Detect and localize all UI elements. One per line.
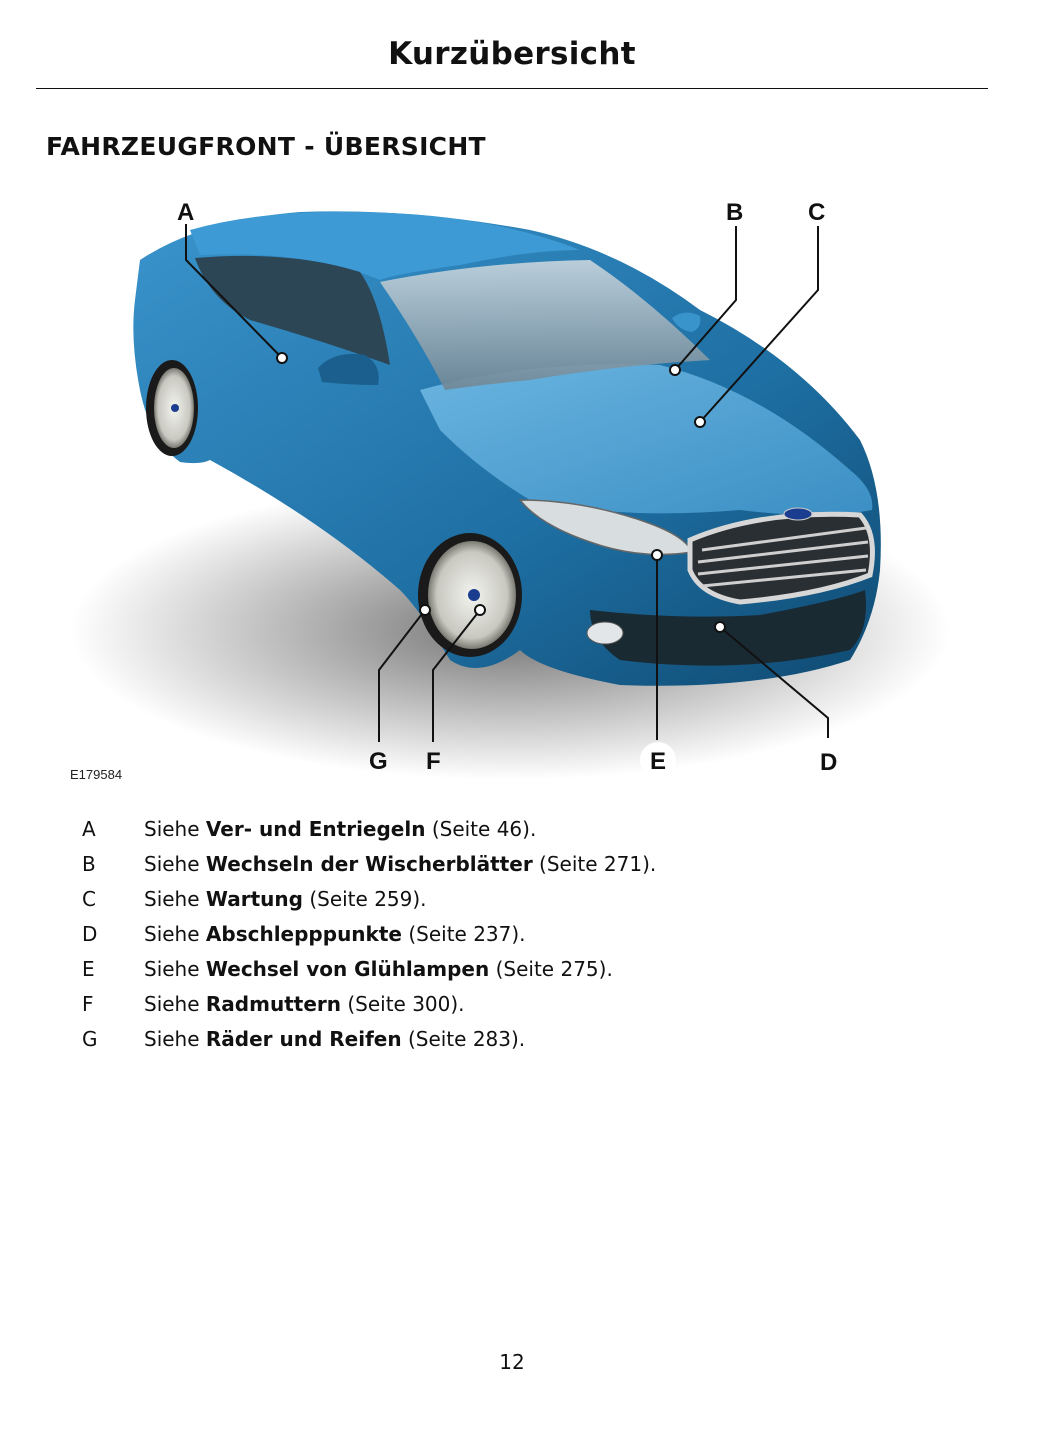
page-title: Kurzübersicht xyxy=(388,36,636,72)
legend-prefix: Siehe xyxy=(144,1027,206,1051)
side-windows xyxy=(195,255,390,365)
legend-key: G xyxy=(82,1027,98,1051)
page-header: Kurzübersicht xyxy=(36,30,988,89)
legend-prefix: Siehe xyxy=(144,852,206,876)
legend-term[interactable]: Wechseln der Wischerblätter xyxy=(205,852,533,876)
front-grille xyxy=(687,511,875,605)
legend-item: C Siehe Wartung (Seite 259). xyxy=(82,882,962,917)
legend-key: B xyxy=(82,852,96,876)
leader-b xyxy=(674,226,737,371)
callout-a: A xyxy=(177,199,194,226)
legend-prefix: Siehe xyxy=(144,957,206,981)
legend-key: F xyxy=(82,992,94,1016)
legend-key: E xyxy=(82,957,95,981)
legend-text: Siehe Räder und Reifen (Seite 283). xyxy=(144,1022,525,1057)
legend-text: Siehe Wechsel von Glühlampen (Seite 275)… xyxy=(144,952,613,987)
legend-item: B Siehe Wechseln der Wischerblätter (Sei… xyxy=(82,847,962,882)
fog-light xyxy=(586,621,624,645)
legend-ref: (Seite 271). xyxy=(532,852,657,876)
leader-a xyxy=(185,224,283,359)
legend-item: A Siehe Ver- und Entriegeln (Seite 46). xyxy=(82,812,962,847)
callout-f: F xyxy=(426,748,441,775)
legend-item: E Siehe Wechsel von Glühlampen (Seite 27… xyxy=(82,952,962,987)
legend-term[interactable]: Ver- und Entriegeln xyxy=(205,817,426,841)
legend-term[interactable]: Wartung xyxy=(205,887,303,911)
legend-ref: (Seite 283). xyxy=(401,1027,526,1051)
front-wheel xyxy=(418,533,522,657)
legend-key: A xyxy=(82,817,96,841)
leader-c xyxy=(699,226,819,423)
leader-f xyxy=(432,609,481,742)
side-mirror xyxy=(318,353,379,385)
leader-lines xyxy=(185,224,829,742)
callout-d: D xyxy=(820,749,837,776)
car-roof xyxy=(190,211,580,280)
callout-legend: A Siehe Ver- und Entriegeln (Seite 46). … xyxy=(82,812,962,1057)
legend-item: G Siehe Räder und Reifen (Seite 283). xyxy=(82,1022,962,1057)
legend-key: C xyxy=(82,887,96,911)
leader-d xyxy=(719,626,829,738)
legend-prefix: Siehe xyxy=(144,817,206,841)
brand-logo xyxy=(783,507,813,521)
legend-text: Siehe Ver- und Entriegeln (Seite 46). xyxy=(144,812,536,847)
legend-term[interactable]: Abschlepppunkte xyxy=(205,922,402,946)
legend-text: Siehe Wechseln der Wischerblätter (Seite… xyxy=(144,847,656,882)
callout-b: B xyxy=(726,199,743,226)
legend-text: Siehe Abschlepppunkte (Seite 237). xyxy=(144,917,526,952)
windshield xyxy=(380,260,710,390)
legend-item: D Siehe Abschlepppunkte (Seite 237). xyxy=(82,917,962,952)
car-illustration: A B C D E F G E179584 xyxy=(70,199,950,782)
section-title: FAHRZEUGFRONT - ÜBERSICHT xyxy=(46,132,486,161)
legend-term[interactable]: Wechsel von Glühlampen xyxy=(205,957,490,981)
legend-ref: (Seite 275). xyxy=(489,957,613,981)
legend-item: F Siehe Radmuttern (Seite 300). xyxy=(82,987,962,1022)
callout-e: E xyxy=(650,748,666,775)
figure-id: E179584 xyxy=(70,767,122,782)
legend-ref: (Seite 237). xyxy=(401,922,526,946)
legend-prefix: Siehe xyxy=(144,922,206,946)
callout-c: C xyxy=(808,199,825,226)
legend-ref: (Seite 46). xyxy=(425,817,537,841)
legend-term[interactable]: Radmuttern xyxy=(205,992,341,1016)
right-mirror xyxy=(672,312,701,332)
rear-wheel xyxy=(146,360,198,456)
car-front-figure: A B C D E F G E179584 xyxy=(60,190,980,790)
legend-ref: (Seite 300). xyxy=(340,992,465,1016)
legend-prefix: Siehe xyxy=(144,992,206,1016)
legend-key: D xyxy=(82,922,98,946)
page-number: 12 xyxy=(499,1350,525,1374)
legend-term[interactable]: Räder und Reifen xyxy=(205,1027,402,1051)
leader-g xyxy=(378,609,426,742)
callout-e-bg xyxy=(640,742,676,778)
legend-text: Siehe Radmuttern (Seite 300). xyxy=(144,987,465,1022)
legend-text: Siehe Wartung (Seite 259). xyxy=(144,882,427,917)
legend-ref: (Seite 259). xyxy=(302,887,427,911)
lower-intake xyxy=(590,590,866,666)
leader-dots xyxy=(276,352,726,633)
callout-g: G xyxy=(369,748,388,775)
car-hood xyxy=(420,364,873,515)
legend-prefix: Siehe xyxy=(144,887,206,911)
